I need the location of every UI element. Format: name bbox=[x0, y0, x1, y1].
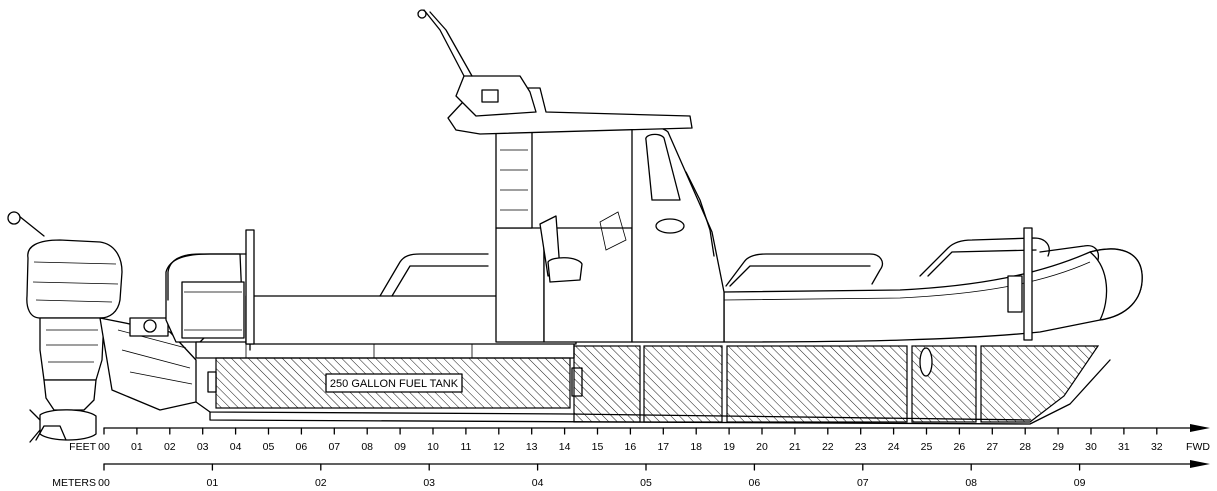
meter-tick-label: 02 bbox=[315, 477, 327, 489]
feet-tick-label: 00 bbox=[98, 441, 110, 453]
meters-scale-arrow bbox=[1190, 460, 1210, 468]
feet-tick-label: 16 bbox=[625, 441, 637, 453]
meters-scale: METERS 00 01 02 03 04 05 06 07 08 09 bbox=[52, 460, 1210, 489]
feet-tick-label: 32 bbox=[1151, 441, 1163, 453]
meter-tick-label: 03 bbox=[423, 477, 435, 489]
fuel-tank: 250 GALLON FUEL TANK bbox=[207, 357, 583, 409]
waterline bbox=[35, 425, 67, 441]
feet-tick-label: 09 bbox=[394, 441, 406, 453]
meter-tick-label: 08 bbox=[965, 477, 977, 489]
feet-tick-label: 27 bbox=[986, 441, 998, 453]
feet-scale-arrow bbox=[1190, 424, 1210, 432]
meter-tick-label: 07 bbox=[857, 477, 869, 489]
feet-tick-label: 03 bbox=[197, 441, 209, 453]
transom-bracket bbox=[99, 253, 245, 411]
feet-tick-label: 24 bbox=[888, 441, 900, 453]
meter-tick-label: 00 bbox=[98, 477, 110, 489]
hull-bottom bbox=[195, 359, 1111, 425]
feet-tick-label: 12 bbox=[493, 441, 505, 453]
feet-tick-label: 17 bbox=[657, 441, 669, 453]
feet-tick-label: 22 bbox=[822, 441, 834, 453]
feet-tick-label: 25 bbox=[921, 441, 933, 453]
meters-scale-label: METERS bbox=[52, 477, 96, 489]
feet-tick-label: 31 bbox=[1118, 441, 1130, 453]
feet-tick-label: 23 bbox=[855, 441, 867, 453]
meter-tick-label: 01 bbox=[207, 477, 219, 489]
feet-tick-label: 13 bbox=[526, 441, 538, 453]
feet-tick-label: 14 bbox=[559, 441, 571, 453]
feet-tick-label: 01 bbox=[131, 441, 143, 453]
feet-tick-label: 15 bbox=[592, 441, 604, 453]
hull-compartments bbox=[573, 345, 1100, 423]
tube-collar bbox=[723, 248, 1143, 343]
feet-tick-label: 26 bbox=[954, 441, 966, 453]
feet-tick-label: 18 bbox=[690, 441, 702, 453]
feet-tick-label: 30 bbox=[1085, 441, 1097, 453]
meter-tick-label: 09 bbox=[1074, 477, 1086, 489]
t-top-console bbox=[417, 9, 725, 343]
feet-tick-label: 06 bbox=[296, 441, 308, 453]
feet-tick-label: 19 bbox=[723, 441, 735, 453]
feet-tick-label: 20 bbox=[756, 441, 768, 453]
meter-tick-label: 04 bbox=[532, 477, 544, 489]
outboard-motor bbox=[7, 211, 123, 443]
feet-scale-label: FEET bbox=[69, 441, 96, 453]
feet-tick-label: 29 bbox=[1052, 441, 1064, 453]
feet-tick-label: 10 bbox=[427, 441, 439, 453]
feet-tick-label: 07 bbox=[328, 441, 340, 453]
meter-tick-label: 05 bbox=[640, 477, 652, 489]
feet-tick-label: 21 bbox=[789, 441, 801, 453]
meter-tick-label: 06 bbox=[749, 477, 761, 489]
feet-tick-label: 28 bbox=[1019, 441, 1031, 453]
fwd-label: FWD bbox=[1186, 441, 1210, 453]
feet-tick-label: 02 bbox=[164, 441, 176, 453]
side-rails bbox=[167, 227, 1100, 341]
feet-scale: FEET 00 01 02 03 04 05 06 07 08 09 10 11 12 13 14 15 16 1… bbox=[69, 424, 1210, 453]
feet-tick-label: 11 bbox=[460, 441, 471, 453]
feet-tick-label: 08 bbox=[361, 441, 373, 453]
fuel-tank-label: 250 GALLON FUEL TANK bbox=[330, 378, 459, 390]
feet-tick-label: 05 bbox=[263, 441, 275, 453]
feet-tick-label: 04 bbox=[230, 441, 242, 453]
